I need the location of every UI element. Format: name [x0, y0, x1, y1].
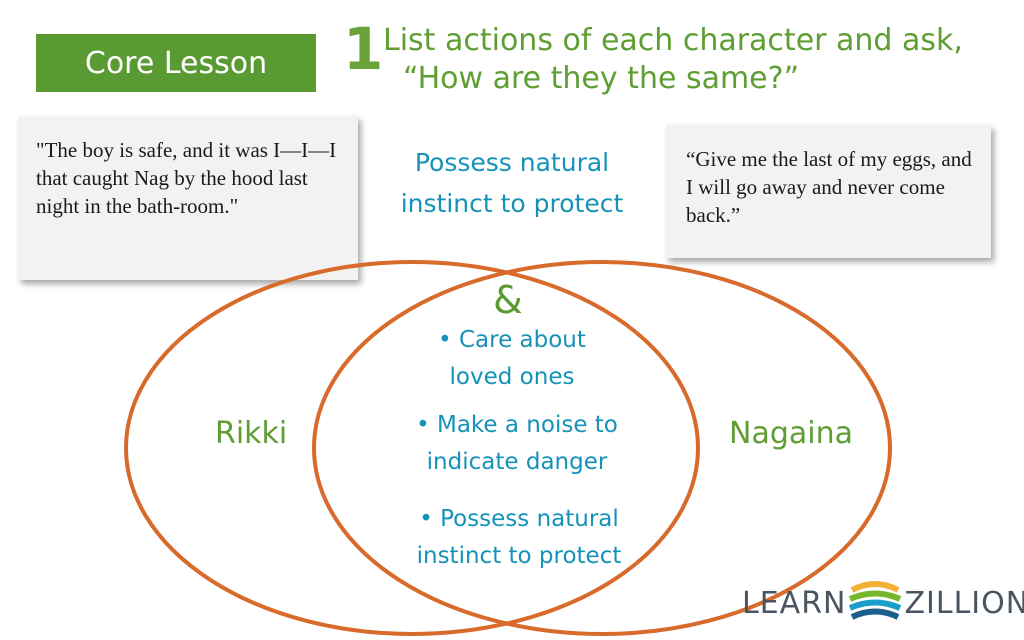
shared-trait-line-2: instinct to protect: [400, 189, 624, 218]
shared-item-line-2: instinct to protect: [416, 543, 622, 569]
shared-item-line-2: indicate danger: [426, 449, 608, 475]
learnzillion-logo: LEARN ZILLION: [742, 578, 1024, 628]
rikki-quote-box: "The boy is safe, and it was I—I—I that …: [18, 116, 358, 280]
shared-trait-line-1: Possess natural: [414, 148, 610, 177]
rikki-quote: "The boy is safe, and it was I—I—I that …: [36, 138, 337, 218]
nagaina-label: Nagaina: [729, 416, 853, 451]
nagaina-circle: [312, 260, 892, 636]
banner-label: Core Lesson: [84, 45, 268, 81]
logo-text-right: ZILLION: [904, 585, 1024, 621]
stripes-logo-icon: [849, 581, 902, 620]
rikki-circle: [124, 260, 700, 636]
heading-line-1: List actions of each character and ask,: [383, 23, 963, 58]
shared-item: • Make a noise to indicate danger: [392, 407, 642, 481]
shared-item-line-2: loved ones: [449, 364, 575, 390]
shared-trait-caption: Possess natural instinct to protect: [380, 142, 644, 224]
core-lesson-banner: Core Lesson: [36, 34, 316, 92]
nagaina-quote-box: “Give me the last of my eggs, and I will…: [666, 125, 991, 258]
rikki-label: Rikki: [215, 416, 288, 451]
step-heading: List actions of each character and ask, …: [383, 22, 1013, 98]
shared-item-line-1: • Possess natural: [419, 506, 619, 532]
ampersand: &: [493, 278, 523, 322]
heading-line-2: “How are they the same?”: [403, 61, 800, 96]
logo-text-left: LEARN: [742, 585, 847, 621]
shared-item: • Care about loved ones: [412, 322, 612, 396]
step-number: 1: [343, 15, 384, 83]
shared-item-line-1: • Make a noise to: [416, 412, 618, 438]
shared-item: • Possess natural instinct to protect: [394, 501, 644, 575]
nagaina-quote: “Give me the last of my eggs, and I will…: [686, 147, 972, 227]
shared-item-line-1: • Care about: [438, 327, 586, 353]
